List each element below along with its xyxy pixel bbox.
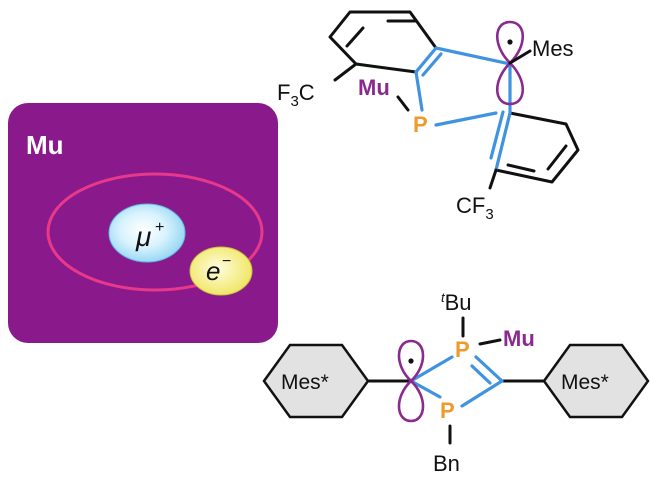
mes-label-top: Mes <box>532 36 574 61</box>
lower-benzene-ring <box>494 111 580 184</box>
mu-p-bond-top <box>396 95 410 112</box>
muon-charge: + <box>155 219 164 236</box>
electron-sphere-icon: e − <box>189 246 253 296</box>
cf3-bottom-label: CF3 <box>456 193 494 223</box>
electron-charge: − <box>222 253 231 270</box>
muon-sphere-icon: μ + <box>108 203 186 263</box>
mu-label-top: Mu <box>358 75 390 100</box>
svg-text:F3C: F3C <box>277 80 315 110</box>
molecule-top: F3C Mu P Mes CF3 <box>277 10 580 223</box>
electron-symbol: e <box>206 256 220 286</box>
mes-star-right-label: Mes* <box>561 371 609 394</box>
p-orbital-icon <box>397 339 425 423</box>
phosphorus-bottom-bottom: P <box>440 398 455 423</box>
blue-bond-path-top <box>414 46 512 172</box>
tbu-label: tBu <box>441 290 472 315</box>
svg-text:tBu: tBu <box>441 290 472 315</box>
mes-star-left: Mes* <box>262 343 370 419</box>
mes-bond-top <box>508 49 532 65</box>
p-orbital-icon <box>496 20 524 106</box>
electron-orbit <box>46 172 264 292</box>
panel-title: Mu <box>26 130 64 160</box>
mes-star-left-label: Mes* <box>281 371 329 394</box>
mes-star-right: Mes* <box>542 343 650 419</box>
cf3-left-label: F3C <box>277 80 315 110</box>
upper-benzene-ring <box>328 10 438 74</box>
mu-p-bond-bottom <box>478 338 502 346</box>
svg-text:CF3: CF3 <box>456 193 494 223</box>
blue-bond-path-bottom <box>409 355 504 408</box>
phosphorus-top: P <box>413 112 428 137</box>
cf3-left-bond <box>333 62 358 82</box>
molecule-bottom: Mes* Mes* P tBu Mu P <box>262 290 650 476</box>
muonium-panel: Mu μ + e − <box>8 103 278 343</box>
phosphorus-bottom-top: P <box>455 337 470 362</box>
cf3-bottom-bond <box>488 168 498 190</box>
bn-label: Bn <box>433 451 460 476</box>
mu-label-bottom: Mu <box>503 326 535 351</box>
muon-symbol: μ <box>135 221 151 252</box>
